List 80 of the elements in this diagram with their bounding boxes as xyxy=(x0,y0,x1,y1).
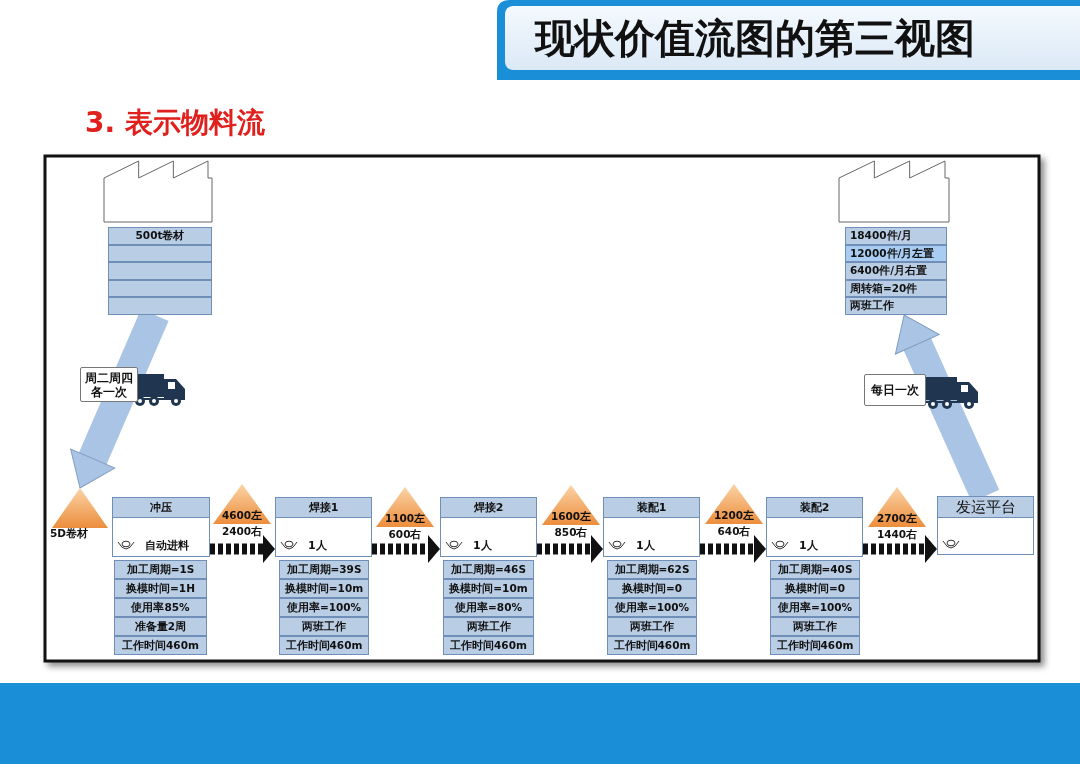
operator-note: 1人 xyxy=(308,538,327,553)
edge-label: 每日一次 xyxy=(864,374,926,406)
data-cell: 两班工作 xyxy=(770,617,860,636)
data-cell: 换模时间=10m xyxy=(443,579,534,598)
section-heading: 3. 表示物料流 xyxy=(85,105,265,141)
inventory-triangle xyxy=(866,487,928,543)
push-arrow xyxy=(863,535,937,563)
data-cell: 加工周期=46S xyxy=(443,560,534,579)
inventory-count: 4600左 xyxy=(220,509,264,523)
inventory-count: 2400右 xyxy=(220,525,264,539)
inventory-count: 1440右 xyxy=(875,528,919,542)
inventory-triangle xyxy=(703,484,765,540)
data-cell: 加工周期=40S xyxy=(770,560,860,579)
inventory-count: 1600左 xyxy=(549,510,593,524)
process-title: 冲压 xyxy=(113,498,209,518)
data-cell: 两班工作 xyxy=(279,617,369,636)
data-cell: 工作时间460m xyxy=(279,636,369,655)
process-box xyxy=(937,496,1034,555)
data-cell: 工作时间460m xyxy=(443,636,534,655)
process-title: 装配2 xyxy=(767,498,862,518)
inventory-count: 1200左 xyxy=(712,509,756,523)
inventory-count: 850右 xyxy=(553,526,589,540)
inventory-count: 640右 xyxy=(716,525,752,539)
data-box xyxy=(114,560,207,655)
inventory-triangle xyxy=(540,485,602,541)
data-box xyxy=(443,560,534,655)
operator-note: 1人 xyxy=(636,538,655,553)
inventory-count: 1100左 xyxy=(383,512,427,526)
process-box xyxy=(275,497,372,557)
data-cell: 工作时间460m xyxy=(607,636,697,655)
edge-label: 周二周四各一次 xyxy=(80,367,138,402)
inventory-count: 600右 xyxy=(387,528,423,542)
data-cell: 使用率=100% xyxy=(607,598,697,617)
data-cell: 换模时间=0 xyxy=(607,579,697,598)
data-cell: 使用率85% xyxy=(114,598,207,617)
data-cell: 两班工作 xyxy=(845,297,947,315)
operator-note: 1人 xyxy=(473,538,492,553)
process-title: 焊接2 xyxy=(441,498,536,518)
process-box xyxy=(766,497,863,557)
data-cell: 使用率=100% xyxy=(770,598,860,617)
data-cell: 18400件/月 xyxy=(845,227,947,245)
data-cell: 加工周期=62S xyxy=(607,560,697,579)
process-box xyxy=(112,497,210,557)
factory-shape xyxy=(103,160,213,223)
inventory-count: 5D卷材 xyxy=(50,527,89,541)
data-box xyxy=(279,560,369,655)
inventory-triangle xyxy=(211,484,273,540)
operator-note: 1人 xyxy=(799,538,818,553)
data-box xyxy=(845,227,947,315)
process-title: 发运平台 xyxy=(938,497,1033,518)
data-cell: 换模时间=1H xyxy=(114,579,207,598)
page-title: 现状价值流图的第三视图 xyxy=(505,6,1080,70)
inventory-triangle xyxy=(374,487,436,543)
push-arrow xyxy=(210,535,275,563)
data-cell: 加工周期=1S xyxy=(114,560,207,579)
data-cell: 换模时间=0 xyxy=(770,579,860,598)
factory-shape xyxy=(838,160,950,223)
data-cell: 6400件/月右置 xyxy=(845,262,947,280)
data-cell: 准备量2周 xyxy=(114,617,207,636)
process-box xyxy=(603,497,700,557)
data-cell: 加工周期=39S xyxy=(279,560,369,579)
data-cell: 500t卷材 xyxy=(108,227,212,245)
data-box xyxy=(770,560,860,655)
push-arrow xyxy=(372,535,440,563)
push-arrow xyxy=(700,535,766,563)
data-cell: 两班工作 xyxy=(607,617,697,636)
data-cell: 换模时间=10m xyxy=(279,579,369,598)
process-title: 装配1 xyxy=(604,498,699,518)
data-box xyxy=(607,560,697,655)
data-cell: 工作时间460m xyxy=(770,636,860,655)
process-title: 焊接1 xyxy=(276,498,371,518)
operator-note: 自动进料 xyxy=(145,538,189,553)
push-arrow xyxy=(537,535,603,563)
process-box xyxy=(440,497,537,557)
data-cell: 使用率=80% xyxy=(443,598,534,617)
inventory-count: 2700左 xyxy=(875,512,919,526)
data-cell: 工作时间460m xyxy=(114,636,207,655)
data-cell: 使用率=100% xyxy=(279,598,369,617)
data-box xyxy=(108,227,212,315)
data-cell: 两班工作 xyxy=(443,617,534,636)
